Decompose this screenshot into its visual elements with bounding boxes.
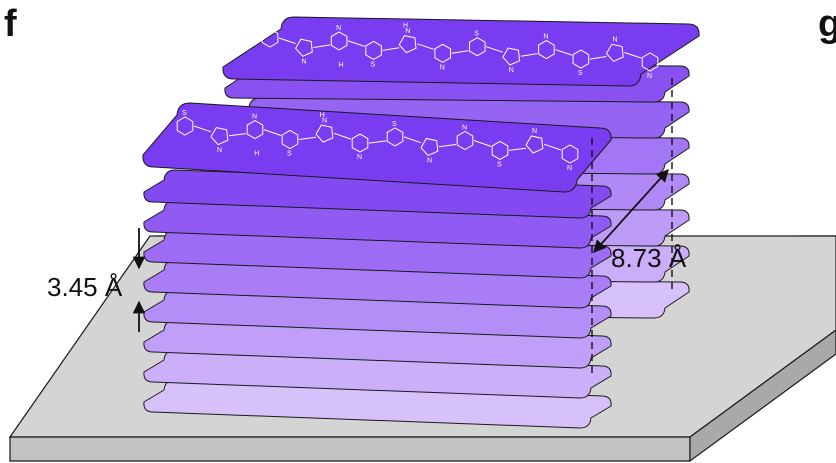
mol-back-atom-3: S: [371, 61, 376, 68]
mol-front-atom-4: N: [322, 117, 327, 124]
mol-back-atom-4: N: [405, 28, 410, 35]
mol-front-bond-9: [508, 147, 527, 151]
mol-back-ring-5: [434, 43, 451, 63]
mol-back-atom-8: N: [543, 34, 548, 41]
mol-back-atom-10: N: [613, 37, 618, 44]
mol-front-bond-1: [228, 133, 247, 137]
mol-front-bond-0: [193, 125, 212, 133]
mol-back-bond-3: [382, 47, 400, 51]
mol-front-atom-11: N: [567, 165, 572, 172]
panel-label-f: f: [4, 3, 17, 45]
lateral-spacing-arrow: [593, 169, 669, 253]
mol-front-bond-2: [263, 129, 282, 136]
mol-back-bond-9: [589, 56, 607, 60]
panel-label-g: g: [818, 3, 836, 45]
mol-back-ring-0: [261, 28, 279, 48]
front-top-layer: [142, 102, 612, 193]
mol-front-hydrogen-1: H: [254, 151, 259, 158]
mol-back-bond-10: [624, 52, 642, 59]
mol-back-atom-5: N: [440, 64, 445, 71]
mol-back-ring-2: [330, 31, 348, 51]
mol-back-bond-5: [451, 50, 469, 54]
mol-front-ring-0: [176, 116, 194, 136]
mol-front-ring-5: [351, 133, 369, 153]
dashed-guides: [591, 78, 673, 378]
mol-back-atom-9: S: [578, 70, 583, 77]
mol-front-ring-8: [456, 130, 474, 151]
front-layer-stack: [142, 102, 612, 429]
interlayer-spacing-label: 3.45 Å: [47, 272, 123, 302]
mol-front-atom-0: S: [182, 110, 187, 117]
mol-front-bond-5: [368, 140, 387, 144]
mol-back-atom-11: N: [647, 73, 652, 80]
mol-front-ring-7: [420, 137, 439, 157]
mol-front-atom-10: N: [532, 128, 537, 135]
mol-front-bond-6: [403, 136, 422, 144]
mol-back-ring-1: [294, 38, 313, 57]
mol-back-ring-9: [572, 49, 590, 69]
mol-back-bond-8: [555, 49, 573, 56]
mol-front-bond-7: [438, 144, 457, 148]
mol-back-ring-10: [605, 43, 624, 62]
mol-back-atom-1: N: [302, 59, 307, 66]
mol-front-ring-1: [210, 127, 229, 146]
mol-front-ring-10: [525, 135, 544, 154]
mol-front-atom-2: N: [252, 114, 257, 121]
mol-back-atom-7: N: [509, 67, 514, 74]
mol-back-bond-2: [347, 40, 365, 47]
mol-back-atom-2: N: [336, 25, 341, 32]
mol-back-hydrogen-0: H: [403, 23, 408, 30]
mol-back-hydrogen-1: H: [338, 62, 343, 69]
mol-front-bond-8: [473, 140, 492, 147]
mol-front-ring-3: [281, 129, 299, 150]
mol-front-atom-8: N: [462, 125, 467, 132]
mol-front-bond-4: [333, 132, 352, 140]
mol-front-ring-4: [315, 124, 334, 143]
mol-back-ring-4: [398, 35, 417, 54]
mol-back-ring-7: [502, 47, 521, 66]
mol-front-atom-3: S: [287, 151, 292, 158]
mol-front-atom-5: N: [357, 154, 362, 161]
mol-back-ring-6: [469, 37, 486, 57]
mol-back-ring-8: [538, 40, 555, 60]
mol-front-hydrogen-0: H: [320, 112, 325, 119]
mol-front-ring-6: [386, 127, 404, 147]
substrate-side-face: [689, 329, 836, 463]
mol-back-atom-6: S: [474, 31, 479, 38]
mol-front-atom-7: N: [427, 158, 432, 165]
mol-back-ring-11: [641, 52, 659, 72]
mol-front-ring-9: [491, 140, 509, 160]
mol-back-bond-4: [417, 43, 434, 50]
mol-front-ring-11: [561, 144, 579, 164]
mol-front-atom-6: S: [392, 121, 397, 128]
mol-back-ring-3: [365, 40, 382, 60]
mol-front-bond-10: [543, 143, 562, 151]
substrate-front-face: [9, 436, 691, 462]
mol-front-atom-1: N: [217, 147, 222, 154]
mol-back-bond-6: [486, 46, 503, 53]
mol-front-bond-3: [298, 136, 317, 140]
lateral-spacing-label: 8.73 Å: [611, 243, 687, 273]
mol-back-atom-0: S: [267, 22, 272, 29]
mol-front-atom-9: S: [497, 161, 502, 168]
mol-back-bond-1: [313, 44, 331, 48]
mol-back-bond-7: [520, 53, 538, 57]
mol-back-bond-0: [278, 37, 296, 44]
mol-front-ring-2: [246, 120, 264, 140]
